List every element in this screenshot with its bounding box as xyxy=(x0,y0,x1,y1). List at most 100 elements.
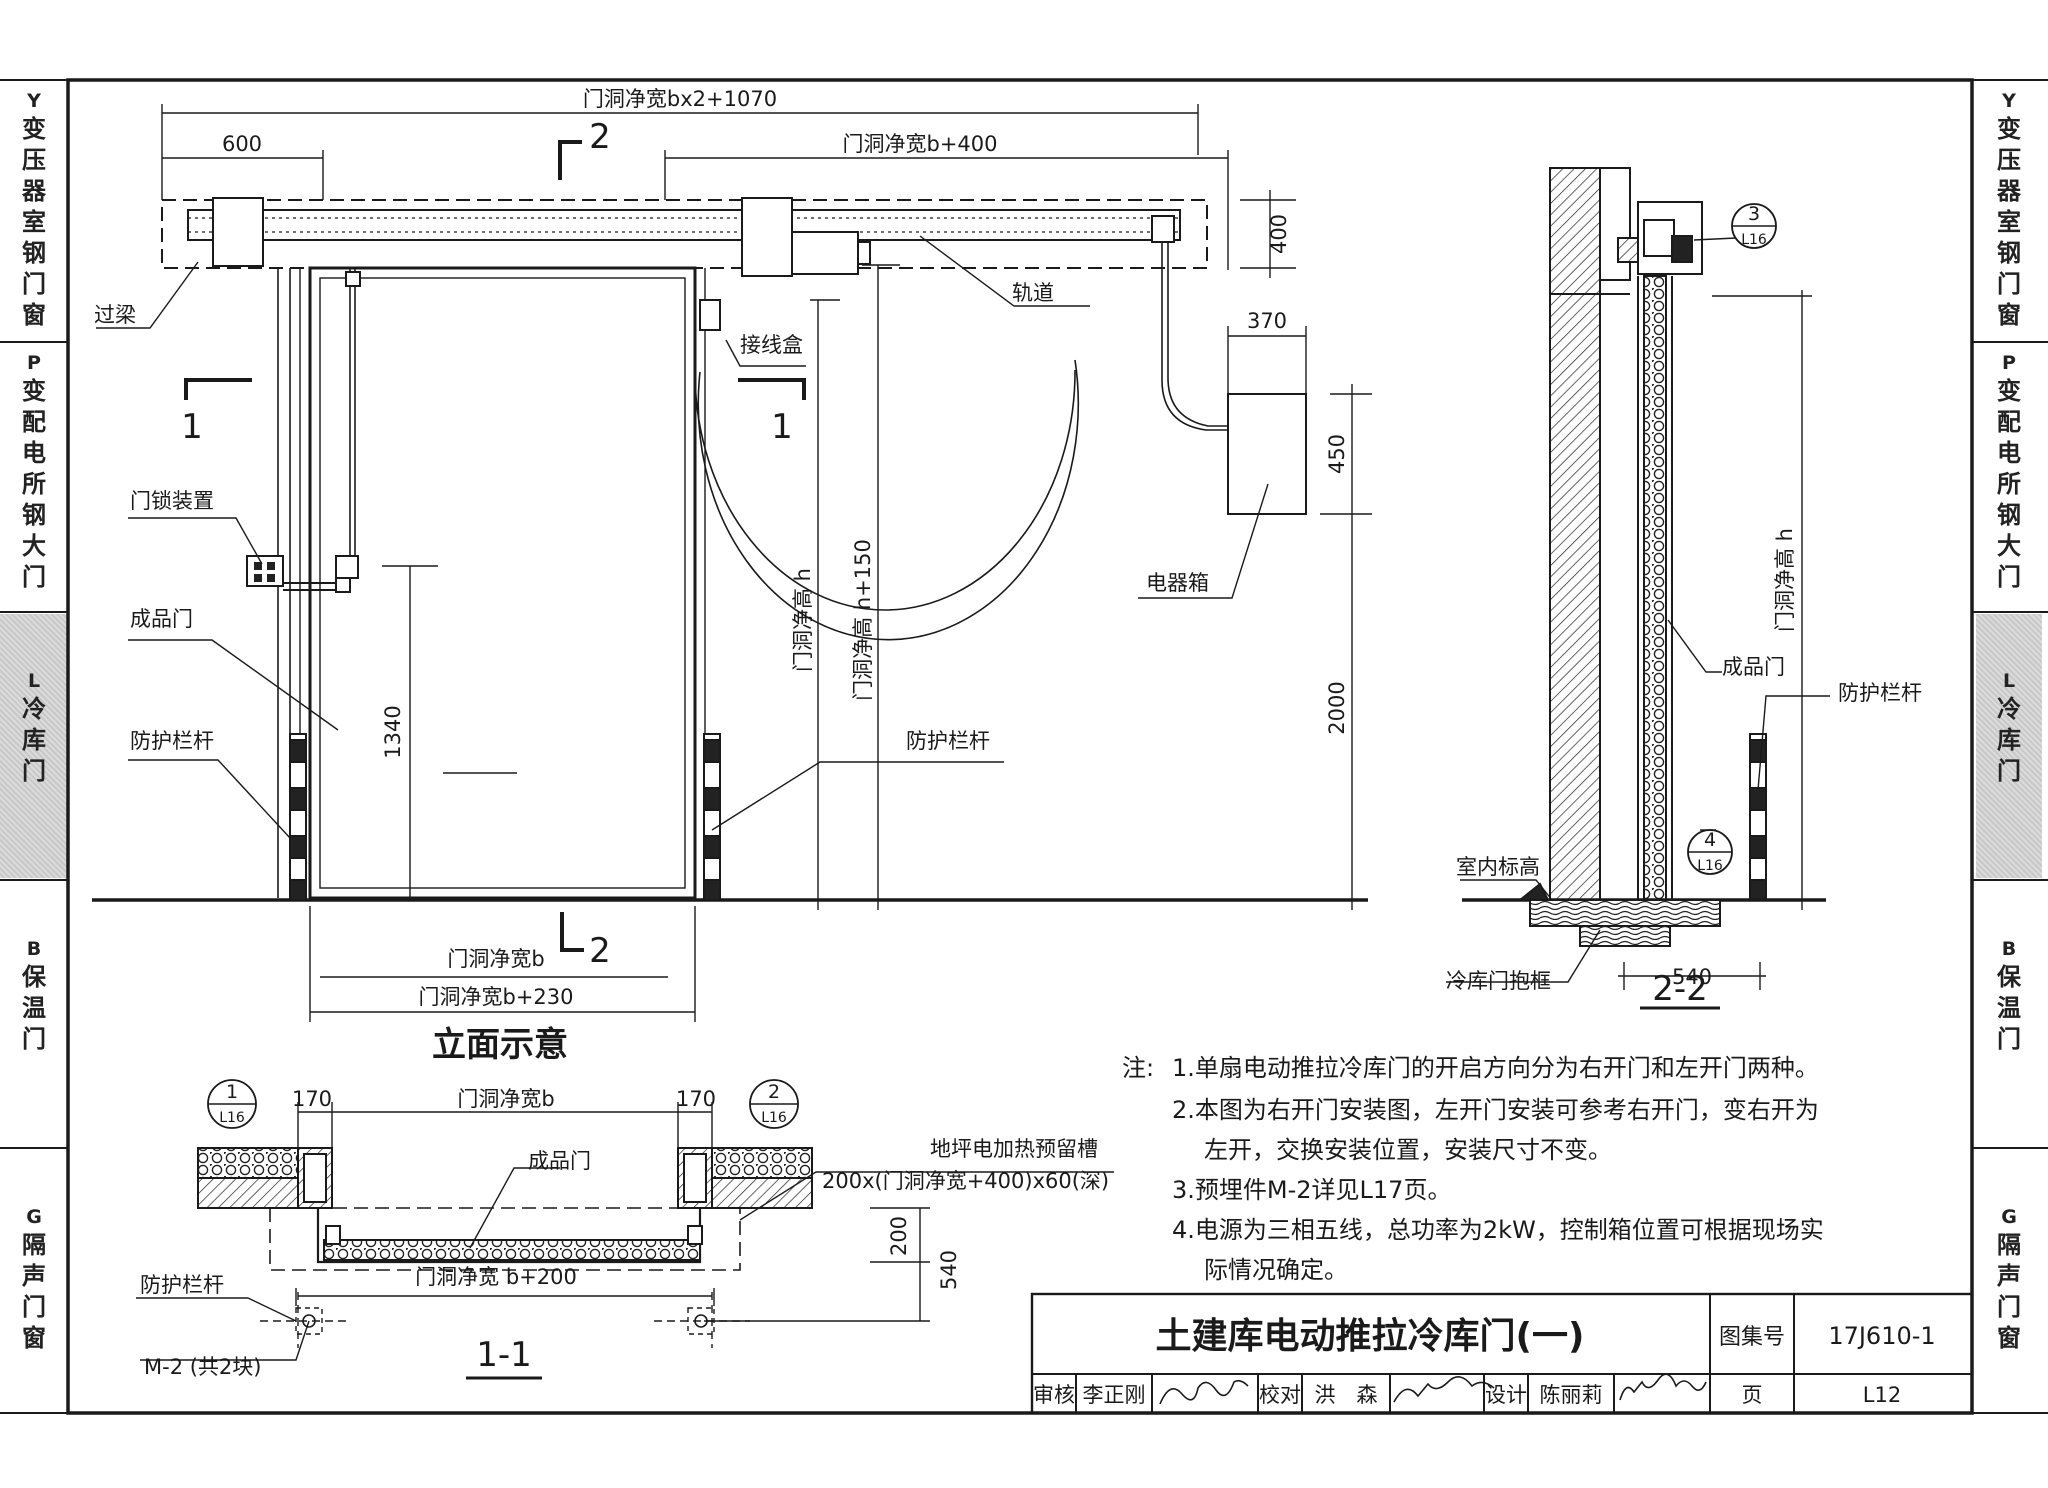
category-tab-char: 库 xyxy=(22,726,46,754)
category-tab-char: 温 xyxy=(22,994,46,1022)
category-tab-char: 变 xyxy=(22,115,46,143)
note-line: 2.本图为右开门安装图，左开门安装可参考右开门，变右开为 xyxy=(1172,1096,1819,1124)
label-door-1-1: 成品门 xyxy=(528,1149,591,1173)
lintel-outline xyxy=(161,199,1208,269)
callout-4-number: 4 xyxy=(1704,829,1716,851)
section-mark-1-left xyxy=(184,378,252,400)
designer-signature xyxy=(1619,1373,1707,1401)
dim-370: 370 xyxy=(1247,309,1287,333)
category-tab-char: 窗 xyxy=(1997,301,2021,329)
section-1-1-dim-540: 540 xyxy=(937,1250,961,1290)
category-tab-char: 门 xyxy=(1997,1025,2021,1053)
category-tab-char: 变 xyxy=(22,377,46,405)
track xyxy=(187,209,1181,241)
category-tab-char: 大 xyxy=(1997,532,2021,560)
review-label: 审核 xyxy=(1033,1383,1075,1407)
category-tab-char: 门 xyxy=(22,563,46,591)
section-1-1-dim-170-right: 170 xyxy=(676,1087,716,1111)
section-mark-2-bottom xyxy=(560,912,584,952)
category-tab-char: 大 xyxy=(22,532,46,560)
drawing-border xyxy=(66,78,1974,1415)
category-tab-char: 窗 xyxy=(1997,1324,2021,1352)
category-tab-char: 窗 xyxy=(22,1324,46,1352)
category-tab-char: 门 xyxy=(1997,1293,2021,1321)
category-tab-char: 保 xyxy=(1997,963,2021,991)
guardrail-right xyxy=(703,733,721,901)
category-tab-char: 门 xyxy=(1997,563,2021,591)
category-tab-char: 配 xyxy=(1997,408,2021,436)
category-tab-char: 门 xyxy=(22,1293,46,1321)
category-tab-char: 压 xyxy=(1997,146,2021,174)
track-end-clamp xyxy=(1151,215,1175,243)
label-electrical-box: 电器箱 xyxy=(1146,571,1209,595)
label-lock: 门锁装置 xyxy=(130,489,214,513)
category-tab-char: 室 xyxy=(22,208,46,236)
door-leaf xyxy=(308,266,697,900)
category-tab-char: 钢 xyxy=(1997,501,2021,529)
callout-2-number: 2 xyxy=(768,1081,780,1103)
callout-3-number: 3 xyxy=(1748,203,1760,225)
category-tab-code: P xyxy=(2002,352,2016,374)
category-tab-char: 声 xyxy=(22,1262,46,1290)
category-tab-char: 变 xyxy=(1997,377,2021,405)
label-guardrail-right: 防护栏杆 xyxy=(906,729,990,753)
dim-clear-width: 门洞净宽b xyxy=(447,947,544,971)
dim-400: 400 xyxy=(1267,214,1291,254)
leader-lines xyxy=(96,235,1269,839)
section-1-1-dim-b-plus-200: 门洞净宽 b+200 xyxy=(415,1265,577,1289)
page-label: 页 xyxy=(1742,1383,1763,1407)
guardrail-left xyxy=(289,733,307,901)
category-tab-char: 器 xyxy=(1997,177,2021,205)
category-tab-char: 电 xyxy=(22,439,46,467)
section-label-2-top: 2 xyxy=(589,117,611,157)
section-label-2-bottom: 2 xyxy=(589,931,611,971)
floor-slab xyxy=(1529,899,1721,927)
check-label: 校对 xyxy=(1259,1383,1301,1407)
category-tab-char: 变 xyxy=(1997,115,2021,143)
drawing-title: 土建库电动推拉冷库门(一) xyxy=(1156,1316,1585,1357)
category-tab-char: 门 xyxy=(22,270,46,298)
category-tab-char: 隔 xyxy=(1997,1231,2021,1259)
category-tab-code: G xyxy=(26,1206,42,1228)
atlas-label: 图集号 xyxy=(1719,1325,1785,1350)
elevation-view xyxy=(92,104,1372,1022)
callout-4-page: L16 xyxy=(1697,858,1723,874)
label-guardrail-1-1: 防护栏杆 xyxy=(140,1273,224,1297)
category-tab-char: 冷 xyxy=(1997,695,2021,723)
label-door-2-2: 成品门 xyxy=(1722,655,1785,679)
dim-1340: 1340 xyxy=(381,705,405,758)
label-track: 轨道 xyxy=(1012,281,1054,305)
electrical-box xyxy=(1227,393,1307,515)
category-tab-code: L xyxy=(27,670,41,692)
dim-b-plus-400: 门洞净宽b+400 xyxy=(842,132,997,156)
section-2-2-title: 2-2 xyxy=(1652,969,1708,1009)
guardrail-section xyxy=(1749,733,1767,901)
door-swing-arc xyxy=(694,370,1076,611)
category-tab-char: 器 xyxy=(22,177,46,205)
note-line: 1.单扇电动推拉冷库门的开启方向分为右开门和左开门两种。 xyxy=(1172,1054,1819,1082)
designer-name: 陈丽莉 xyxy=(1540,1383,1603,1407)
atlas-number: 17J610-1 xyxy=(1828,1322,1935,1350)
section-2-2-view xyxy=(1446,167,1830,1010)
category-tab-char: 室 xyxy=(1997,208,2021,236)
note-line: 4.电源为三相五线，总功率为2kW，控制箱位置可根据现场实 xyxy=(1172,1216,1824,1244)
lock-device xyxy=(246,555,284,587)
label-heating-slot: 地坪电加热预留槽 xyxy=(930,1137,1098,1161)
category-tab-code: Y xyxy=(27,90,41,112)
label-floor-level: 室内标高 xyxy=(1456,855,1540,879)
category-tab-code: G xyxy=(2001,1206,2017,1228)
category-tab-char: 所 xyxy=(22,470,46,498)
label-embed-plate: M-2 (共2块) xyxy=(144,1355,261,1379)
section-1-1-dim-170-left: 170 xyxy=(292,1087,332,1111)
